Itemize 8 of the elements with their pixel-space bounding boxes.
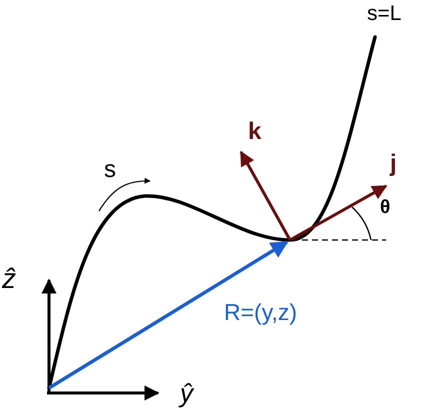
curve-end-label: s=L: [367, 3, 402, 24]
axis-label: ŷ: [180, 380, 193, 406]
vector-label: k: [248, 120, 262, 144]
vector-label: j: [390, 152, 397, 176]
position-vector-label: R=(y,z): [224, 301, 298, 324]
arc-length-label: s: [104, 158, 116, 182]
angle-label: θ: [380, 198, 390, 217]
axis-label: ẑ: [2, 265, 16, 293]
